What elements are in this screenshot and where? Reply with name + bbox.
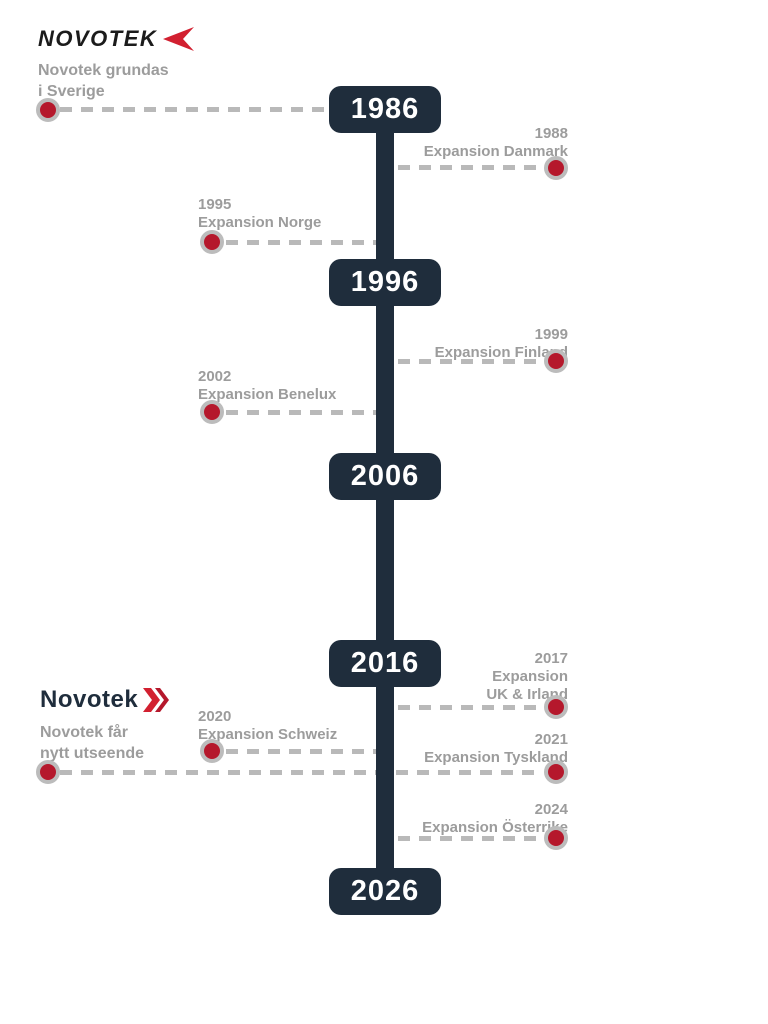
milestone-2026: 2026 [329,868,441,915]
novotek-new-logo: Novotek [40,686,170,714]
event-dot-1999 [544,349,568,373]
event-dot-1988 [544,156,568,180]
rebrand-caption: Novotek får nytt utseende [40,724,145,762]
event-2024: 2024 Expansion Österrike [422,801,568,836]
dash-rebrand-2021 [60,770,540,775]
event-dot-2021 [544,760,568,784]
event-dot-rebrand [36,760,60,784]
dash-2024 [398,836,540,841]
event-dot-2020 [200,739,224,763]
timeline-bar [376,108,394,892]
milestone-1996: 1996 [329,259,441,306]
event-2002: 2002 Expansion Benelux [198,368,337,403]
dash-1999 [398,359,540,364]
novotek-new-logo-text: Novotek [40,686,139,713]
event-2021: 2021 Expansion Tyskland [424,731,568,766]
event-dot-1995 [200,230,224,254]
novotek-right-chevrons-icon [143,688,170,712]
dash-2017 [398,705,540,710]
dash-2020 [226,749,376,754]
event-dot-founded [36,98,60,122]
event-1999: 1999 Expansion Finland [434,326,568,361]
milestone-2006: 2006 [329,453,441,500]
event-1988: 1988 Expansion Danmark [423,125,568,160]
founded-caption: Novotek grundas i Sverige [38,62,169,100]
novotek-old-logo: NOVOTEK [38,26,196,52]
event-2020: 2020 Expansion Schweiz [198,708,338,743]
milestone-1986: 1986 [329,86,441,133]
event-dot-2017 [544,695,568,719]
milestone-2016: 2016 [329,640,441,687]
novotek-left-arrow-icon [163,27,195,51]
dash-founded [60,107,332,112]
event-1995: 1995 Expansion Norge [198,196,322,231]
dash-2002 [226,410,376,415]
event-dot-2024 [544,826,568,850]
novotek-old-logo-text: NOVOTEK [38,26,158,51]
event-dot-2002 [200,400,224,424]
dash-1988 [398,165,540,170]
dash-1995 [226,240,376,245]
